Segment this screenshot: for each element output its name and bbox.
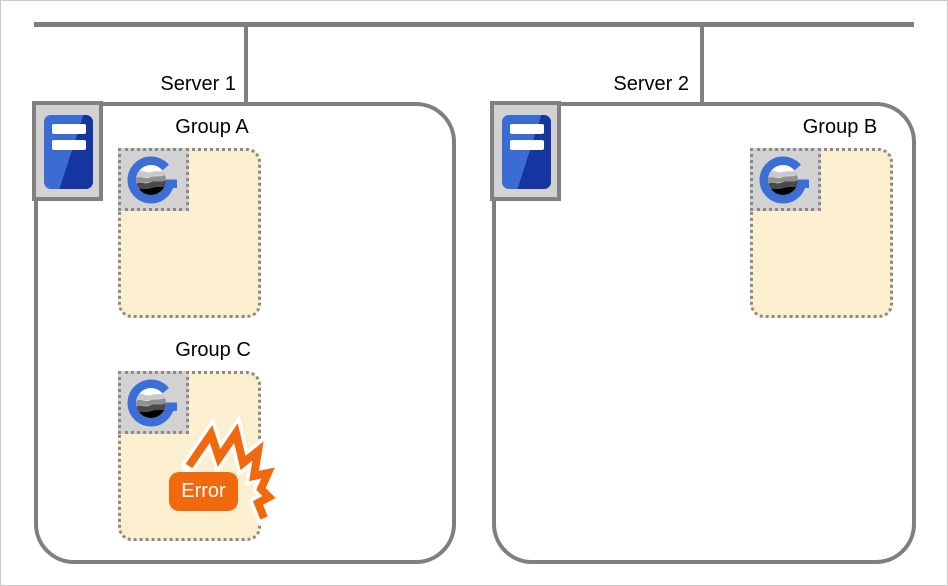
group-a-globe-g-icon — [118, 148, 189, 211]
group-b-label: Group B — [802, 116, 878, 138]
server-tower-body — [502, 115, 551, 189]
server-drive-slot — [510, 140, 544, 150]
server1-connector-line — [244, 25, 248, 104]
server-drive-slot — [510, 124, 544, 134]
server-tower-body — [44, 115, 93, 189]
server2-connector-line — [700, 25, 704, 104]
group-c-globe-g-icon — [118, 371, 189, 434]
server1-tower-icon — [32, 101, 103, 201]
network-trunk-line — [34, 22, 914, 27]
error-status-badge: Error — [169, 472, 238, 511]
server2-label: Server 2 — [613, 73, 689, 95]
globe-g-icon — [124, 375, 184, 431]
globe-g-icon — [124, 152, 184, 208]
impact-burst-icon — [181, 414, 282, 526]
group-a-label: Group A — [175, 116, 249, 138]
server2-tower-icon — [490, 101, 561, 201]
group-c-label: Group C — [175, 339, 251, 361]
group-b-globe-g-icon — [750, 148, 821, 211]
server-drive-slot — [52, 140, 86, 150]
server1-label: Server 1 — [160, 73, 236, 95]
server-drive-slot — [52, 124, 86, 134]
globe-g-icon — [756, 152, 816, 208]
